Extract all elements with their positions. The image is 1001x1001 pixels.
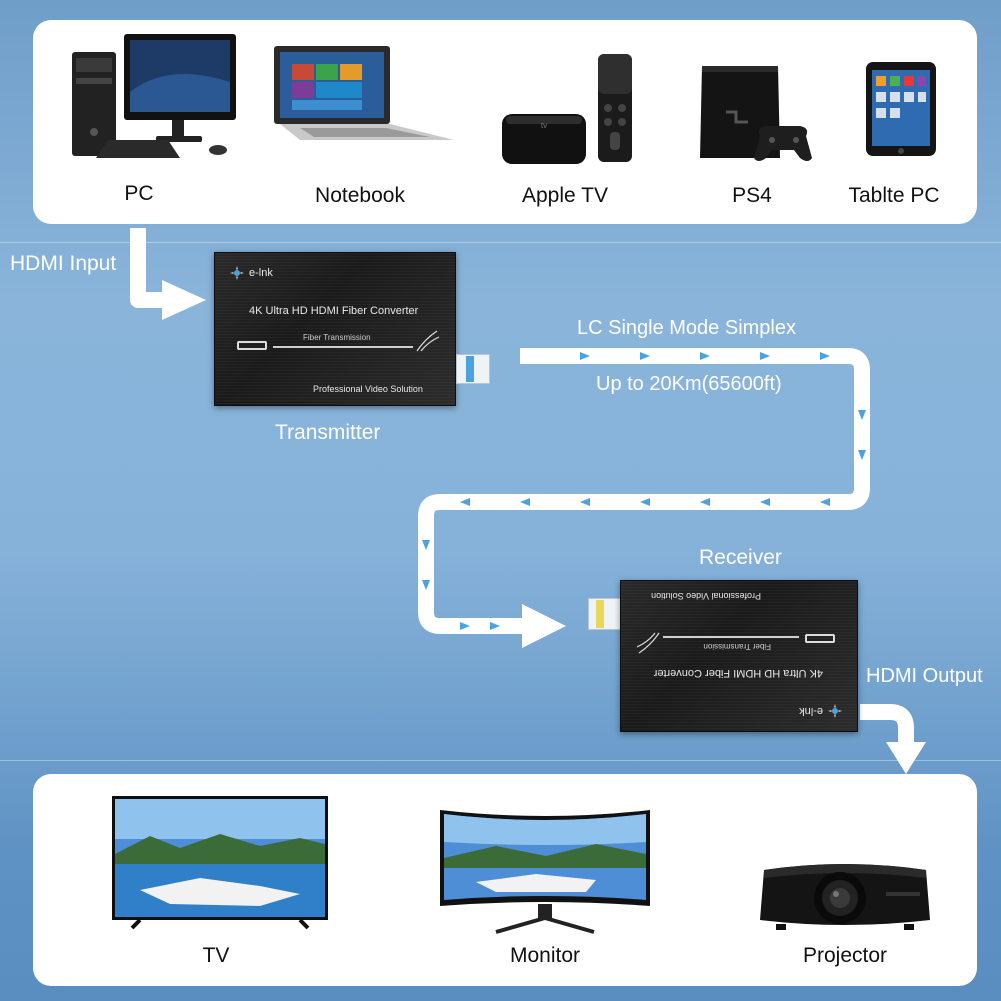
- transmitter-tagline: Professional Video Solution: [313, 384, 423, 394]
- fiber-arrowhead: [522, 604, 566, 648]
- hdmi-input-arrow: [130, 228, 170, 308]
- transmitter-model: 4K Ultra HD HDMI Fiber Converter: [249, 305, 419, 317]
- receiver-lc-connector: [588, 598, 622, 630]
- receiver-brand: e-lnk: [799, 705, 823, 717]
- receiver-lc-latch: [596, 600, 604, 628]
- source-label-ps4: PS4: [732, 184, 772, 207]
- display-label-monitor: Monitor: [509, 944, 581, 967]
- transmitter-device: e-lnk 4K Ultra HD HDMI Fiber Converter F…: [214, 252, 456, 406]
- separator-line-bottom: [0, 760, 1001, 761]
- fiber-line-graphic: [663, 636, 799, 638]
- source-label-tablet: Tablte PC: [848, 184, 940, 207]
- notebook-icon: [274, 46, 454, 140]
- fiber-mode-label: LC Single Mode Simplex: [577, 317, 796, 339]
- display-label-tv: TV: [202, 944, 230, 967]
- receiver-fiber-text: Fiber Transmission: [703, 642, 771, 651]
- receiver-caption: Receiver: [699, 546, 782, 569]
- hdmi-port-icon: [805, 634, 835, 643]
- transmitter-fiber-text: Fiber Transmission: [303, 333, 371, 342]
- fiber-line-graphic: [273, 346, 413, 348]
- source-label-apple-tv: Apple TV: [522, 184, 608, 207]
- hdmi-port-icon: [237, 341, 267, 350]
- transmitter-lc-latch: [466, 356, 474, 382]
- svg-text:tv: tv: [541, 121, 547, 130]
- source-label-notebook: Notebook: [315, 184, 405, 207]
- receiver-model: 4K Ultra HD HDMI Fiber Converter: [653, 667, 823, 679]
- hdmi-output-label: HDMI Output: [866, 665, 983, 687]
- brand-logo-icon: [828, 704, 842, 718]
- hdmi-input-label: HDMI Input: [10, 252, 117, 275]
- ps4-icon: [700, 66, 812, 161]
- apple-tv-icon: tv: [502, 54, 632, 164]
- transmitter-caption: Transmitter: [275, 421, 381, 444]
- source-label-pc: PC: [124, 182, 154, 205]
- pc-icon: [72, 34, 236, 158]
- fiber-distance-label: Up to 20Km(65600ft): [596, 373, 782, 395]
- projector-icon: [760, 864, 930, 930]
- hdmi-output-arrow: [860, 704, 914, 748]
- display-label-projector: Projector: [802, 944, 888, 967]
- separator-line-top: [0, 242, 1001, 243]
- receiver-tagline: Professional Video Solution: [651, 591, 761, 601]
- monitor-icon: [440, 810, 650, 934]
- receiver-device: e-lnk 4K Ultra HD HDMI Fiber Converter F…: [620, 580, 858, 732]
- fiber-direction-markers: [422, 352, 866, 630]
- tablet-icon: [866, 62, 936, 156]
- signal-wave-icon: [416, 330, 440, 352]
- brand-logo-icon: [230, 266, 244, 280]
- signal-wave-icon: [636, 632, 660, 654]
- tv-icon: [112, 796, 328, 930]
- transmitter-brand: e-lnk: [249, 267, 273, 279]
